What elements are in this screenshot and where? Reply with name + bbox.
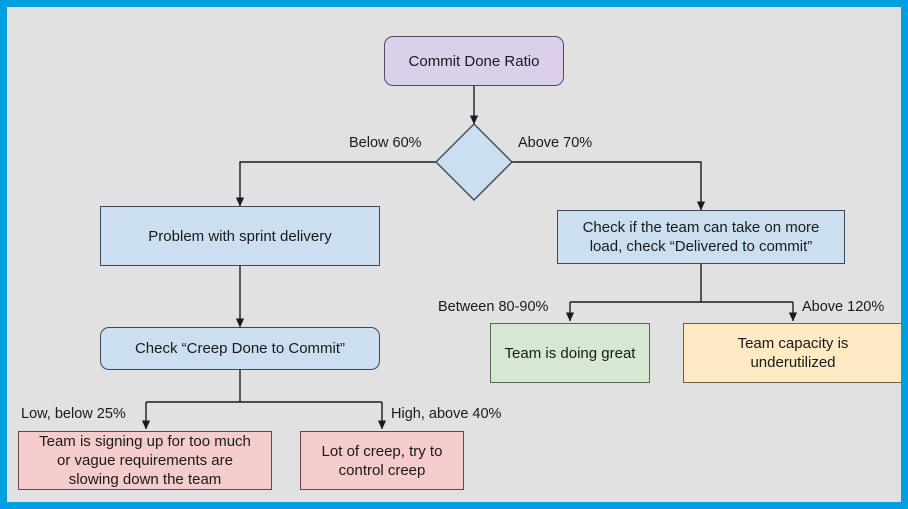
node-label-line-2: control creep <box>338 461 426 479</box>
node-label: Check if the team can take on more load,… <box>583 218 820 256</box>
node-label: Check “Creep Done to Commit” <box>134 340 346 357</box>
edge-label-above-70: Above 70% <box>518 135 593 151</box>
node-team-is-doing-great[interactable]: Team is doing great <box>490 323 650 383</box>
node-check-more-load[interactable]: Check if the team can take on more load,… <box>557 210 845 264</box>
edge-label-between-80-90: Between 80-90% <box>438 299 549 315</box>
node-label-line-3: slowing down the team <box>68 471 222 488</box>
node-label-line-2: load, check “Delivered to commit” <box>589 238 813 255</box>
node-label-line-1: Team capacity is <box>737 335 849 352</box>
decision-diamond-hitbox[interactable] <box>436 124 512 200</box>
node-label-line-2: or vague requirements are <box>57 452 233 469</box>
node-problem-with-sprint-delivery[interactable]: Problem with sprint delivery <box>100 206 380 266</box>
node-label: Lot of creep, try to control creep <box>322 442 443 480</box>
node-label-line-1: Team is signing up for too much <box>39 433 251 450</box>
edge-decision-above70 <box>512 161 706 211</box>
edge-label-below-60: Below 60% <box>349 135 422 151</box>
edge-decision-below60 <box>235 161 436 207</box>
node-label: Team is doing great <box>504 344 636 362</box>
node-label: Commit Done Ratio <box>408 52 540 70</box>
node-label: Team capacity is underutilized <box>738 334 849 372</box>
node-label-line-1: Check if the team can take on more <box>582 219 820 236</box>
node-label: Problem with sprint delivery <box>148 227 332 245</box>
node-check-creep-done-to-commit[interactable]: Check “Creep Done to Commit” <box>100 327 380 370</box>
node-commit-done-ratio[interactable]: Commit Done Ratio <box>384 36 564 86</box>
edge-label-high-above-40: High, above 40% <box>391 406 502 422</box>
node-team-capacity-underutilized[interactable]: Team capacity is underutilized <box>683 323 901 383</box>
node-label-line-1: Lot of creep, try to <box>321 442 443 460</box>
edge-label-above-120: Above 120% <box>802 299 885 315</box>
node-lot-of-creep[interactable]: Lot of creep, try to control creep <box>300 431 464 490</box>
node-label: Team is signing up for too much or vague… <box>39 432 251 489</box>
edge-label-low-below-25: Low, below 25% <box>21 406 126 422</box>
node-label-line-2: underutilized <box>750 354 836 371</box>
node-signing-up-too-much[interactable]: Team is signing up for too much or vague… <box>18 431 272 490</box>
